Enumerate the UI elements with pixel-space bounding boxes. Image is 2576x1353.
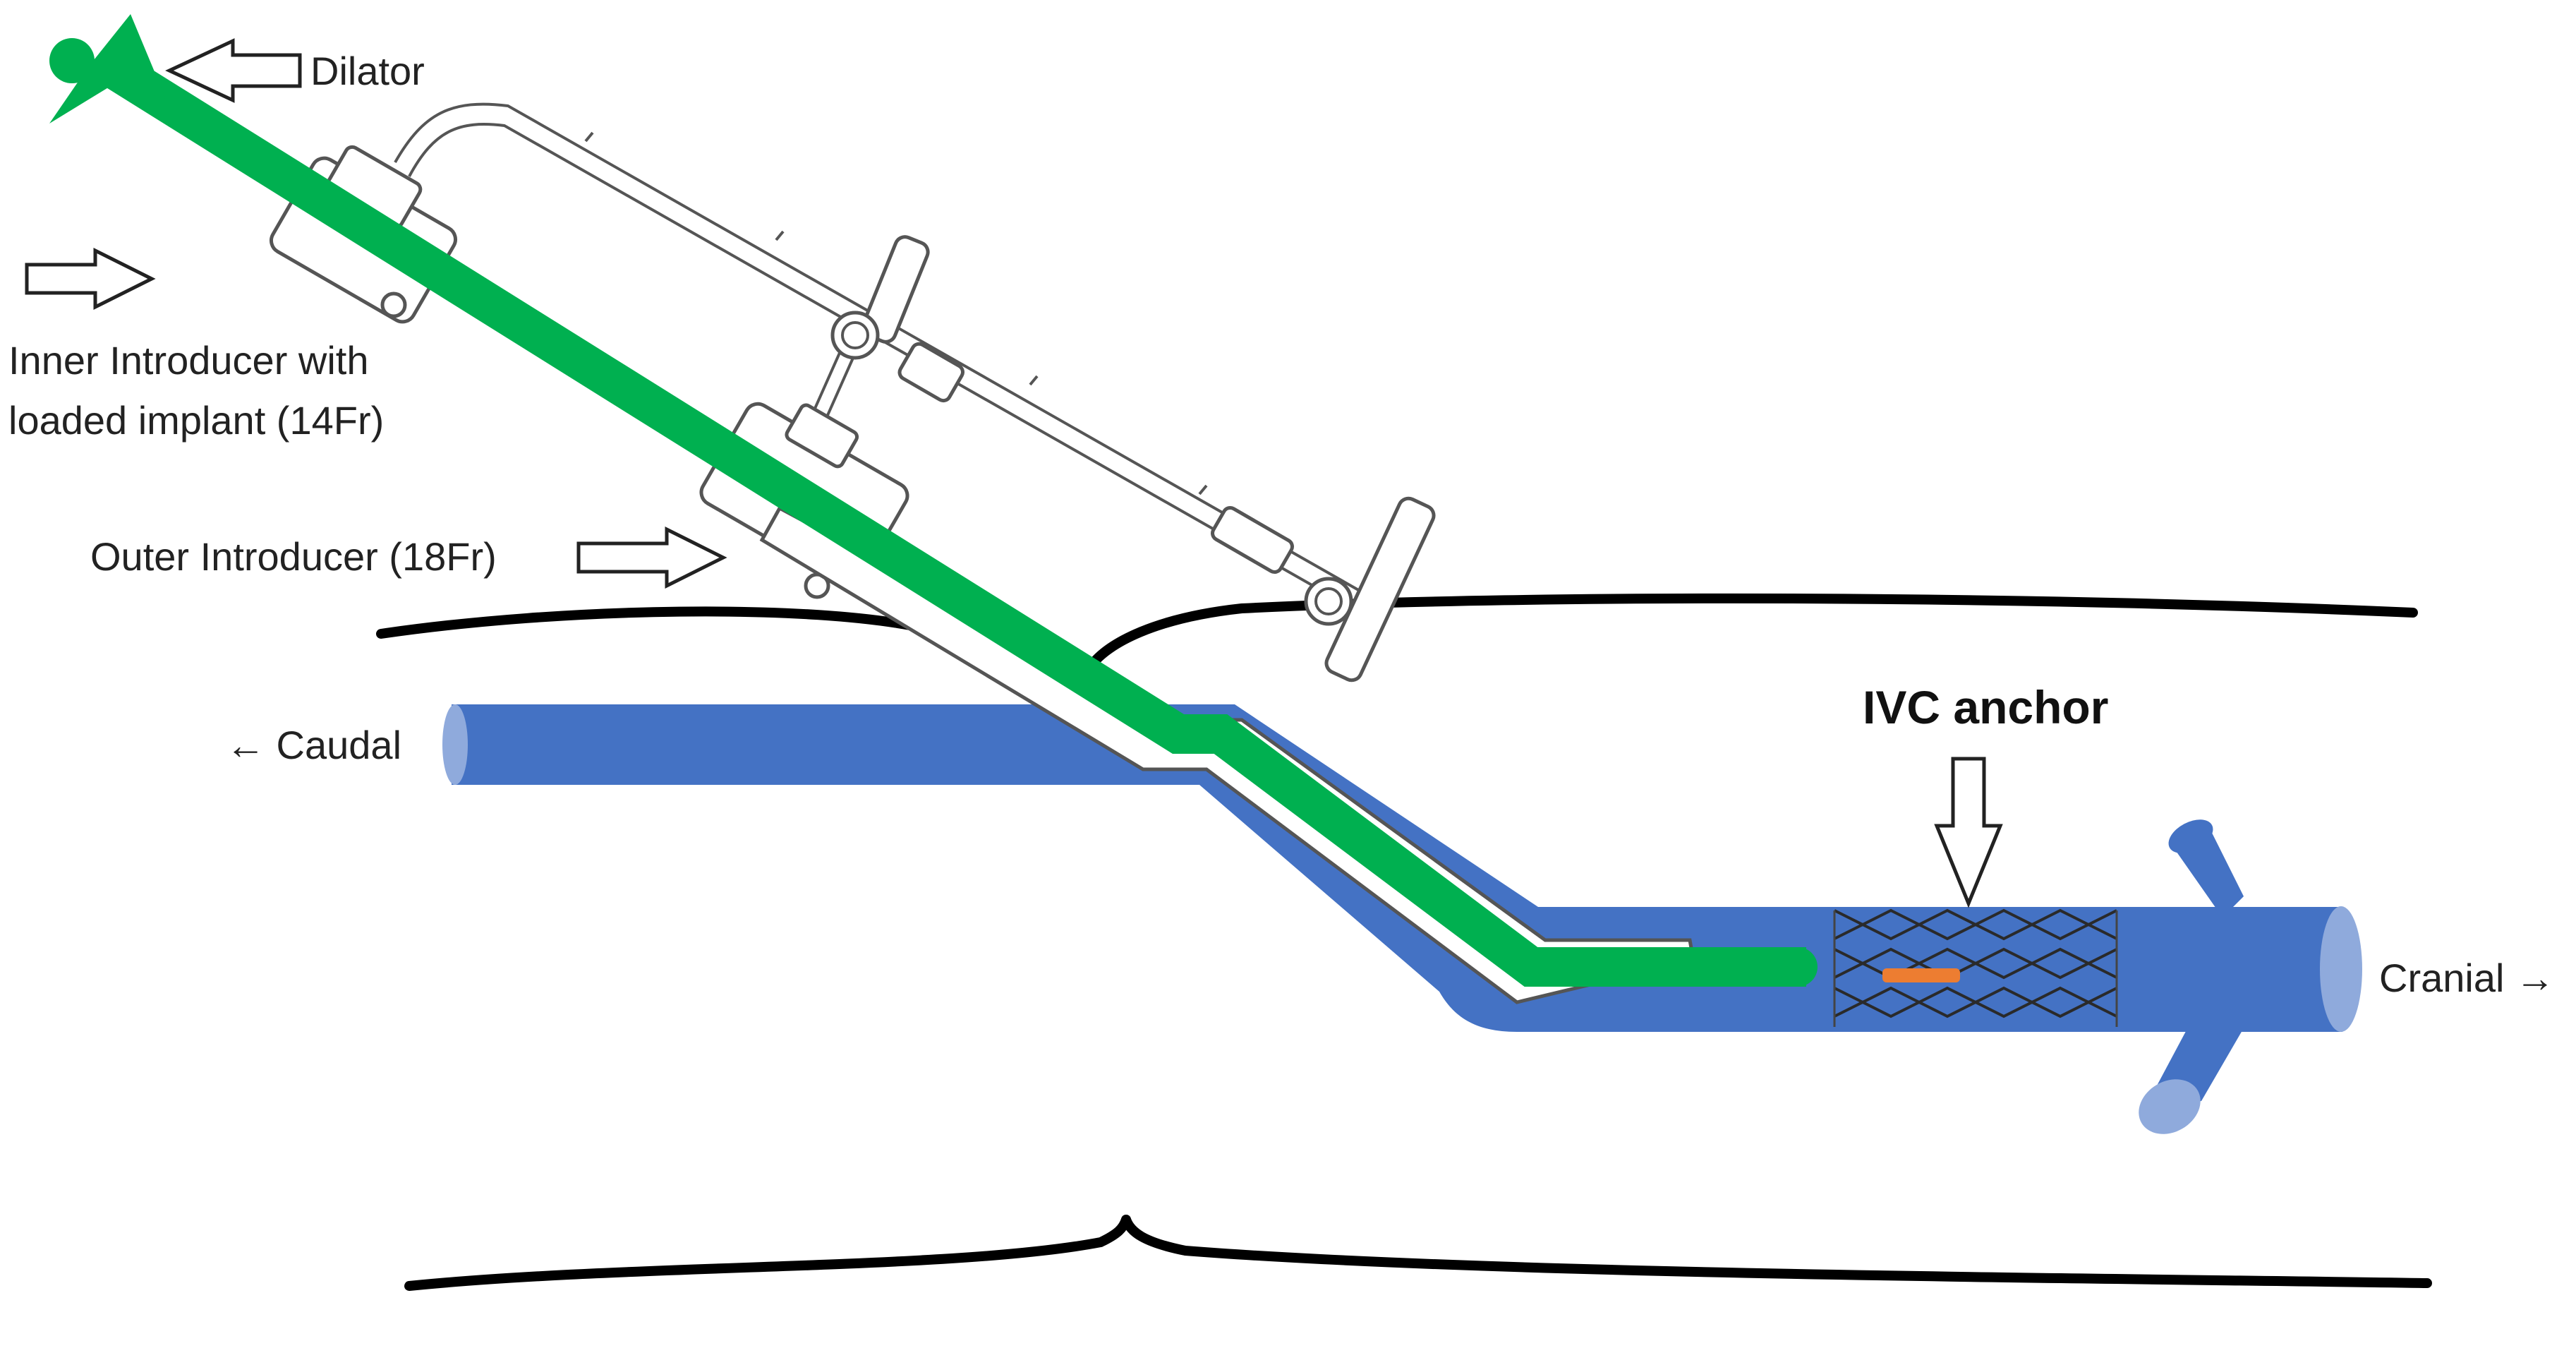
inner-introducer-arrow bbox=[25, 247, 156, 311]
vessel-end-caudal bbox=[442, 704, 468, 785]
dilator-arrow bbox=[165, 38, 302, 103]
skin-surface-bottom bbox=[404, 1215, 2432, 1291]
vessel-end-cranial bbox=[2320, 906, 2362, 1032]
label-inner-introducer-line2: loaded implant (14Fr) bbox=[8, 398, 384, 443]
dilator bbox=[49, 14, 1818, 987]
skin-surface-top bbox=[376, 593, 2418, 672]
implant-marker bbox=[1882, 968, 1960, 982]
ivc-anchor-arrow bbox=[1934, 757, 2003, 908]
dilator-hub bbox=[49, 14, 166, 124]
label-ivc-anchor: IVC anchor bbox=[1863, 681, 2108, 733]
delivery-handle bbox=[269, 102, 1436, 682]
label-inner-introducer-line1: Inner Introducer with bbox=[8, 338, 368, 383]
label-outer-introducer: Outer Introducer (18Fr) bbox=[90, 534, 497, 579]
outer-introducer-arrow bbox=[576, 526, 727, 589]
label-cranial: Cranial → bbox=[2379, 956, 2555, 1000]
ivc-anchor-stent bbox=[1833, 908, 2118, 1027]
dilator-shaft bbox=[106, 54, 1806, 987]
label-caudal: ← Caudal bbox=[226, 723, 401, 767]
label-dilator: Dilator bbox=[310, 49, 425, 93]
vessel bbox=[442, 704, 2362, 1134]
